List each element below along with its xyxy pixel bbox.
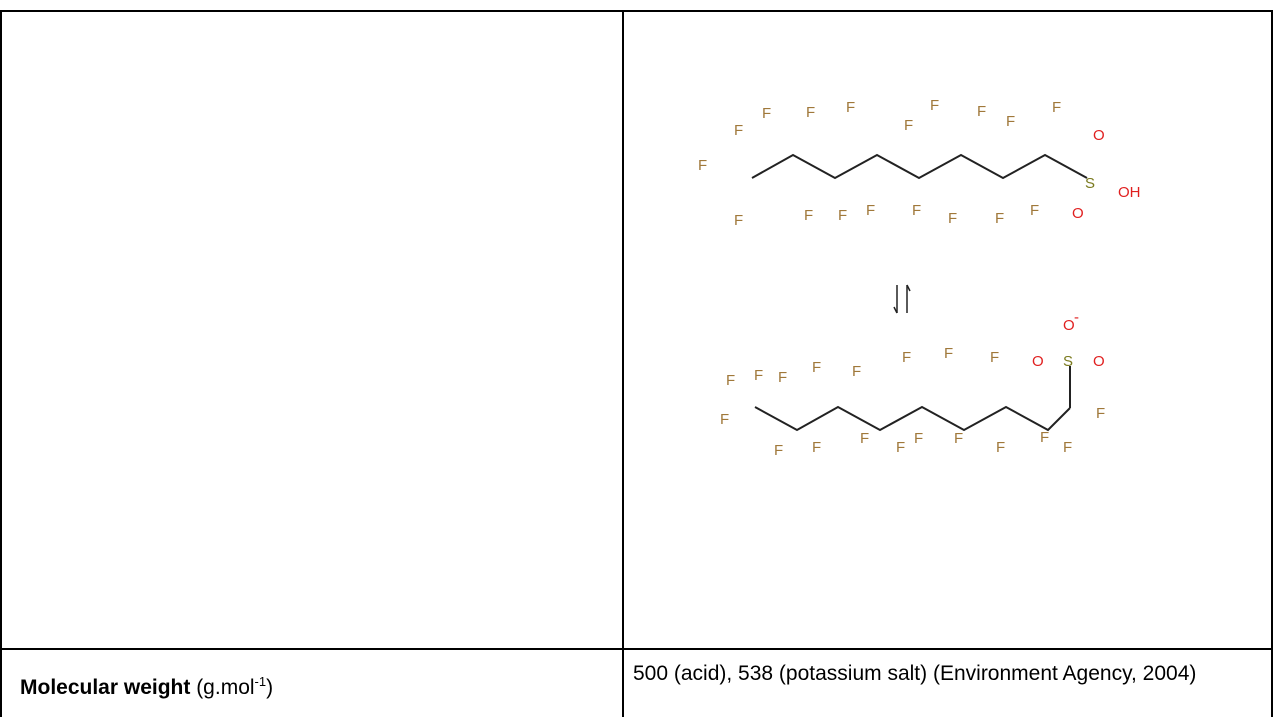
atom-f: F bbox=[762, 105, 771, 122]
atom-f: F bbox=[1052, 99, 1061, 116]
acid-carbon-chain bbox=[751, 153, 1088, 180]
property-unit-prefix: (g.mol bbox=[190, 676, 255, 699]
atom-o: O bbox=[1093, 353, 1105, 370]
acid-structure: F F F F F F F F F F F F F F F F F F S O bbox=[698, 97, 1141, 229]
atom-f: F bbox=[804, 207, 813, 224]
atom-f: F bbox=[995, 210, 1004, 227]
atom-f: F bbox=[977, 103, 986, 120]
atom-f: F bbox=[866, 202, 875, 219]
atom-f: F bbox=[954, 430, 963, 447]
equilibrium-arrow-down-head bbox=[893, 306, 898, 314]
equilibrium-arrow-up-head bbox=[906, 284, 911, 292]
atom-f: F bbox=[726, 372, 735, 389]
chemical-structure-image: F F F F F F F F F F F F F F F F F F S O bbox=[698, 97, 1141, 459]
atom-f: F bbox=[996, 439, 1005, 456]
property-value: 500 (acid), 538 (potassium salt) (Enviro… bbox=[633, 662, 1197, 685]
atom-f: F bbox=[990, 349, 999, 366]
property-unit-exponent: -1 bbox=[254, 674, 267, 689]
atom-f: F bbox=[720, 411, 729, 428]
property-unit-suffix: ) bbox=[266, 676, 274, 699]
atom-f: F bbox=[904, 117, 913, 134]
atom-f: F bbox=[734, 122, 743, 139]
atom-o: O bbox=[1072, 205, 1084, 222]
atom-f: F bbox=[948, 210, 957, 227]
atom-f: F bbox=[860, 430, 869, 447]
atom-f: F bbox=[1006, 113, 1015, 130]
atom-f: F bbox=[838, 207, 847, 224]
equilibrium-arrows bbox=[893, 284, 911, 314]
atom-hydroxyl: OH bbox=[1118, 184, 1141, 201]
atom-f: F bbox=[1063, 439, 1072, 456]
table-column-divider bbox=[622, 10, 624, 717]
atom-f: F bbox=[774, 442, 783, 459]
atom-f: F bbox=[1030, 202, 1039, 219]
atom-f: F bbox=[930, 97, 939, 114]
atom-f: F bbox=[1040, 429, 1049, 446]
atom-f: F bbox=[914, 430, 923, 447]
atom-f: F bbox=[852, 363, 861, 380]
atom-f: F bbox=[902, 349, 911, 366]
atom-f: F bbox=[912, 202, 921, 219]
atom-o: O bbox=[1093, 127, 1105, 144]
property-name: Molecular weight bbox=[20, 676, 191, 699]
atom-f: F bbox=[698, 157, 707, 174]
atom-f: F bbox=[778, 369, 787, 386]
atom-f: F bbox=[1096, 405, 1105, 422]
atom-f: F bbox=[944, 345, 953, 362]
atom-s: S bbox=[1085, 175, 1095, 192]
atom-f: F bbox=[846, 99, 855, 116]
atom-o: O bbox=[1063, 317, 1075, 334]
atom-o-charge: - bbox=[1074, 309, 1079, 326]
atom-o: O bbox=[1032, 353, 1044, 370]
table-row-divider bbox=[0, 648, 1273, 650]
atom-f: F bbox=[806, 104, 815, 121]
table-border-top bbox=[0, 10, 1273, 12]
atom-f: F bbox=[734, 212, 743, 229]
atom-s: S bbox=[1063, 353, 1073, 370]
table-border-left bbox=[0, 10, 2, 717]
sulfonate-carbon-chain bbox=[754, 405, 1071, 432]
table-border-right bbox=[1271, 10, 1273, 717]
atom-f: F bbox=[812, 359, 821, 376]
atom-f: F bbox=[754, 367, 763, 384]
atom-f: F bbox=[896, 439, 905, 456]
sulfonate-structure: F F F F F F F F F F F F F F F F F F F S bbox=[720, 309, 1105, 459]
property-label: Molecular weight (g.mol-1) bbox=[20, 675, 273, 700]
atom-f: F bbox=[812, 439, 821, 456]
